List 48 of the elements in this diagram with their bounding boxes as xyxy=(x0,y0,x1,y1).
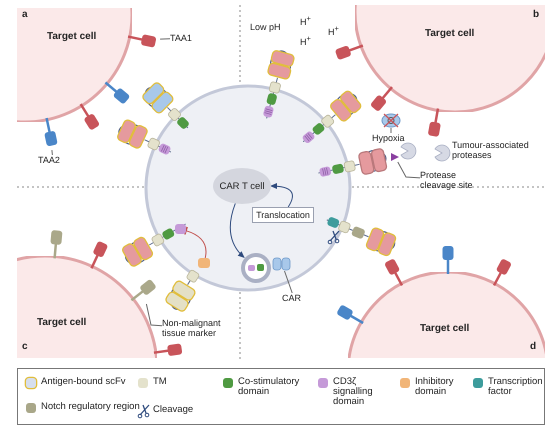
arrow xyxy=(270,183,293,208)
panel-letter: c xyxy=(22,342,28,352)
leader-line xyxy=(390,128,392,134)
crossed-oval-icon xyxy=(381,113,401,128)
annotation-text: Tumour-associated proteases xyxy=(452,140,530,160)
annotation-text: H$^{+}$ xyxy=(300,14,311,27)
annotation-text: Non-malignant tissue marker xyxy=(162,318,240,338)
annotation-text: Low pH xyxy=(250,22,281,32)
leader-line xyxy=(146,304,162,326)
leader-line xyxy=(51,150,53,156)
annotation-text: TAA2 xyxy=(38,155,68,165)
car-receptor xyxy=(272,257,292,271)
triangle-marker xyxy=(390,152,400,162)
callout-box: Translocation xyxy=(252,207,314,223)
arrow xyxy=(230,203,245,258)
legend-text: Cleavage xyxy=(153,405,194,415)
annotation-text: Protease cleavage site xyxy=(420,170,482,190)
legend-text: Inhibitory domain xyxy=(415,377,455,397)
legend-text: CD3ζ signalling domain xyxy=(333,377,374,407)
panel-letter: b xyxy=(533,10,540,20)
t-cell xyxy=(144,84,352,292)
panel-letter: a xyxy=(22,10,28,20)
vesicle xyxy=(240,252,272,284)
legend-text: Notch regulatory region xyxy=(41,402,141,412)
target-cell xyxy=(355,5,545,112)
annotation-text: H$^{+}$ xyxy=(300,34,311,47)
target-cell xyxy=(17,8,132,122)
target-cell xyxy=(17,256,157,358)
cell-label: Target cell xyxy=(425,29,474,39)
panel-letter: d xyxy=(530,342,536,352)
annotation-text: H$^{+}$ xyxy=(328,24,339,37)
target-cell xyxy=(348,272,545,358)
legend-text: Antigen-bound scFv xyxy=(41,377,126,387)
inhibitory-domain xyxy=(198,258,210,268)
cell-label: Target cell xyxy=(37,318,86,328)
legend-text: TM xyxy=(153,377,168,387)
leader-line xyxy=(160,38,170,40)
cell-label: Target cell xyxy=(47,32,96,42)
leader-line xyxy=(284,270,293,294)
cell-label: Target cell xyxy=(420,324,470,334)
legend-text: Co-stimulatory domain xyxy=(238,377,300,397)
leader-line xyxy=(397,162,420,178)
legend-text: Transcription factor xyxy=(488,377,544,397)
annotation-text: CAR xyxy=(282,293,306,303)
annotation-text: TAA1 xyxy=(170,33,200,43)
inhibition-line xyxy=(184,226,206,258)
annotation-text: Hypoxia xyxy=(372,133,410,143)
signalling-domain xyxy=(175,224,186,234)
